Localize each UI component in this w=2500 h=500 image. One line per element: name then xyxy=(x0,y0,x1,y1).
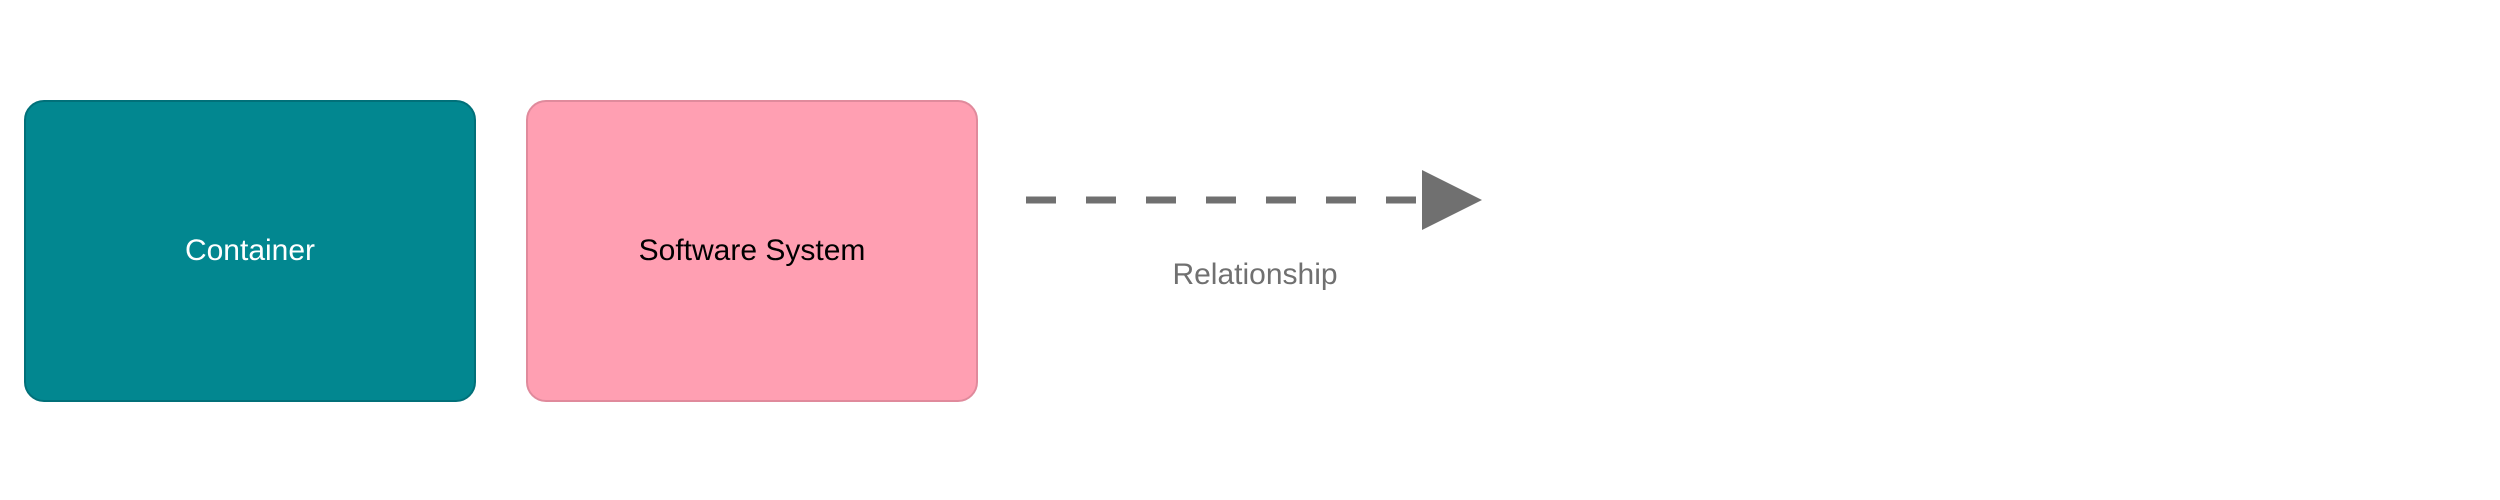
legend-software-system-box: Software System xyxy=(526,100,978,402)
relationship-arrow-icon xyxy=(1026,170,1482,230)
legend-container-label: Container xyxy=(184,234,316,267)
legend-container-box: Container xyxy=(24,100,476,402)
relationship-arrowhead xyxy=(1422,170,1482,230)
legend-relationship-label: Relationship xyxy=(1172,258,1338,291)
legend-software-system-label: Software System xyxy=(638,234,866,267)
